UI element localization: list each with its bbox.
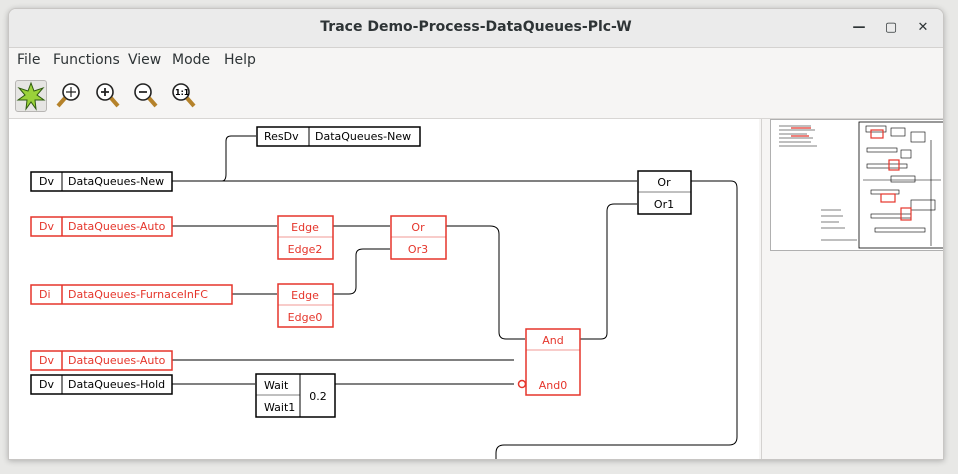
dv-auto2-block[interactable]: Dv DataQueues-Auto [30,350,173,371]
edge0-type: Edge [291,289,319,302]
or1-type: Or [657,176,671,189]
wire-resdv [172,135,256,182]
and0-block[interactable]: And And0 [517,328,581,396]
dv-auto1-name: DataQueues-Auto [68,220,166,233]
svg-text:1:1: 1:1 [175,88,190,97]
menu-view[interactable]: View [128,52,162,68]
zoom-in-button[interactable] [92,80,124,112]
and0-name: And0 [539,379,567,392]
menu-help[interactable]: Help [224,52,256,68]
zoom-out-icon [134,83,158,108]
menu-bar: File Functions View Mode Help [9,48,943,74]
and0-type: And [542,334,563,347]
menu-file[interactable]: File [17,52,41,68]
zoom-reset-button[interactable] [54,80,86,112]
edge2-type: Edge [291,221,319,234]
window-title: Trace Demo-Process-DataQueues-Plc-W [320,19,632,35]
wait1-block[interactable]: Wait Wait1 0.2 [255,373,336,418]
zoom-in-icon [96,83,120,108]
dv-auto1-type: Dv [39,220,54,233]
wire-or1-out [495,180,738,459]
edge0-name: Edge0 [288,311,323,324]
edge2-name: Edge2 [288,243,323,256]
wire-edge0-or3 [332,248,390,295]
resdv-type: ResDv [264,130,299,143]
navigator-pane [761,119,943,459]
or3-type: Or [411,221,425,234]
overview-thumbnail [779,121,943,249]
navigator-overview[interactable] [770,119,943,251]
dv-auto2-name: DataQueues-Auto [68,354,166,367]
diagram-canvas[interactable]: ResDv DataQueues-New Dv DataQueues-New O… [9,119,759,459]
zoom-out-button[interactable] [130,80,162,112]
select-tool-button[interactable] [15,80,47,112]
zoom-1to1-button[interactable]: 1:1 [168,80,200,112]
wire-and0-or1 [579,203,637,340]
dv-new-type: Dv [39,175,54,188]
dv-auto1-block[interactable]: Dv DataQueues-Auto [30,216,173,237]
wait1-type: Wait [264,379,289,392]
edge2-block[interactable]: Edge Edge2 [277,215,334,260]
minimize-button[interactable]: — [852,20,866,35]
dv-hold-type: Dv [39,378,54,391]
wait1-name: Wait1 [264,401,295,414]
edge0-block[interactable]: Edge Edge0 [277,283,334,328]
or3-block[interactable]: Or Or3 [390,215,447,260]
app-window: Trace Demo-Process-DataQueues-Plc-W — ▢ … [8,8,944,460]
zoom-reset-icon [56,83,80,108]
plc-diagram: ResDv DataQueues-New Dv DataQueues-New O… [30,126,738,459]
dv-new-block[interactable]: Dv DataQueues-New [30,171,173,192]
dv-auto2-type: Dv [39,354,54,367]
dv-hold-name: DataQueues-Hold [68,378,165,391]
or3-name: Or3 [408,243,428,256]
title-bar[interactable]: Trace Demo-Process-DataQueues-Plc-W — ▢ … [9,9,943,48]
di-furnace-name: DataQueues-FurnaceInFC [68,288,208,301]
toolbar: 1:1 [9,74,943,119]
resdv-name: DataQueues-New [315,130,411,143]
wire-or3-and [445,225,525,340]
or1-name: Or1 [654,198,674,211]
zoom-1to1-icon: 1:1 [172,83,196,108]
resdv-block[interactable]: ResDv DataQueues-New [256,126,421,147]
di-furnace-type: Di [39,288,51,301]
menu-mode[interactable]: Mode [172,52,211,68]
di-furnace-block[interactable]: Di DataQueues-FurnaceInFC [30,284,233,305]
menu-functions[interactable]: Functions [53,52,120,68]
wait1-time: 0.2 [309,390,327,403]
dv-hold-block[interactable]: Dv DataQueues-Hold [30,374,173,395]
select-icon [16,81,46,111]
maximize-button[interactable]: ▢ [884,20,898,35]
close-button[interactable]: ✕ [917,20,929,35]
dv-new-name: DataQueues-New [68,175,164,188]
or1-block[interactable]: Or Or1 [637,170,692,215]
